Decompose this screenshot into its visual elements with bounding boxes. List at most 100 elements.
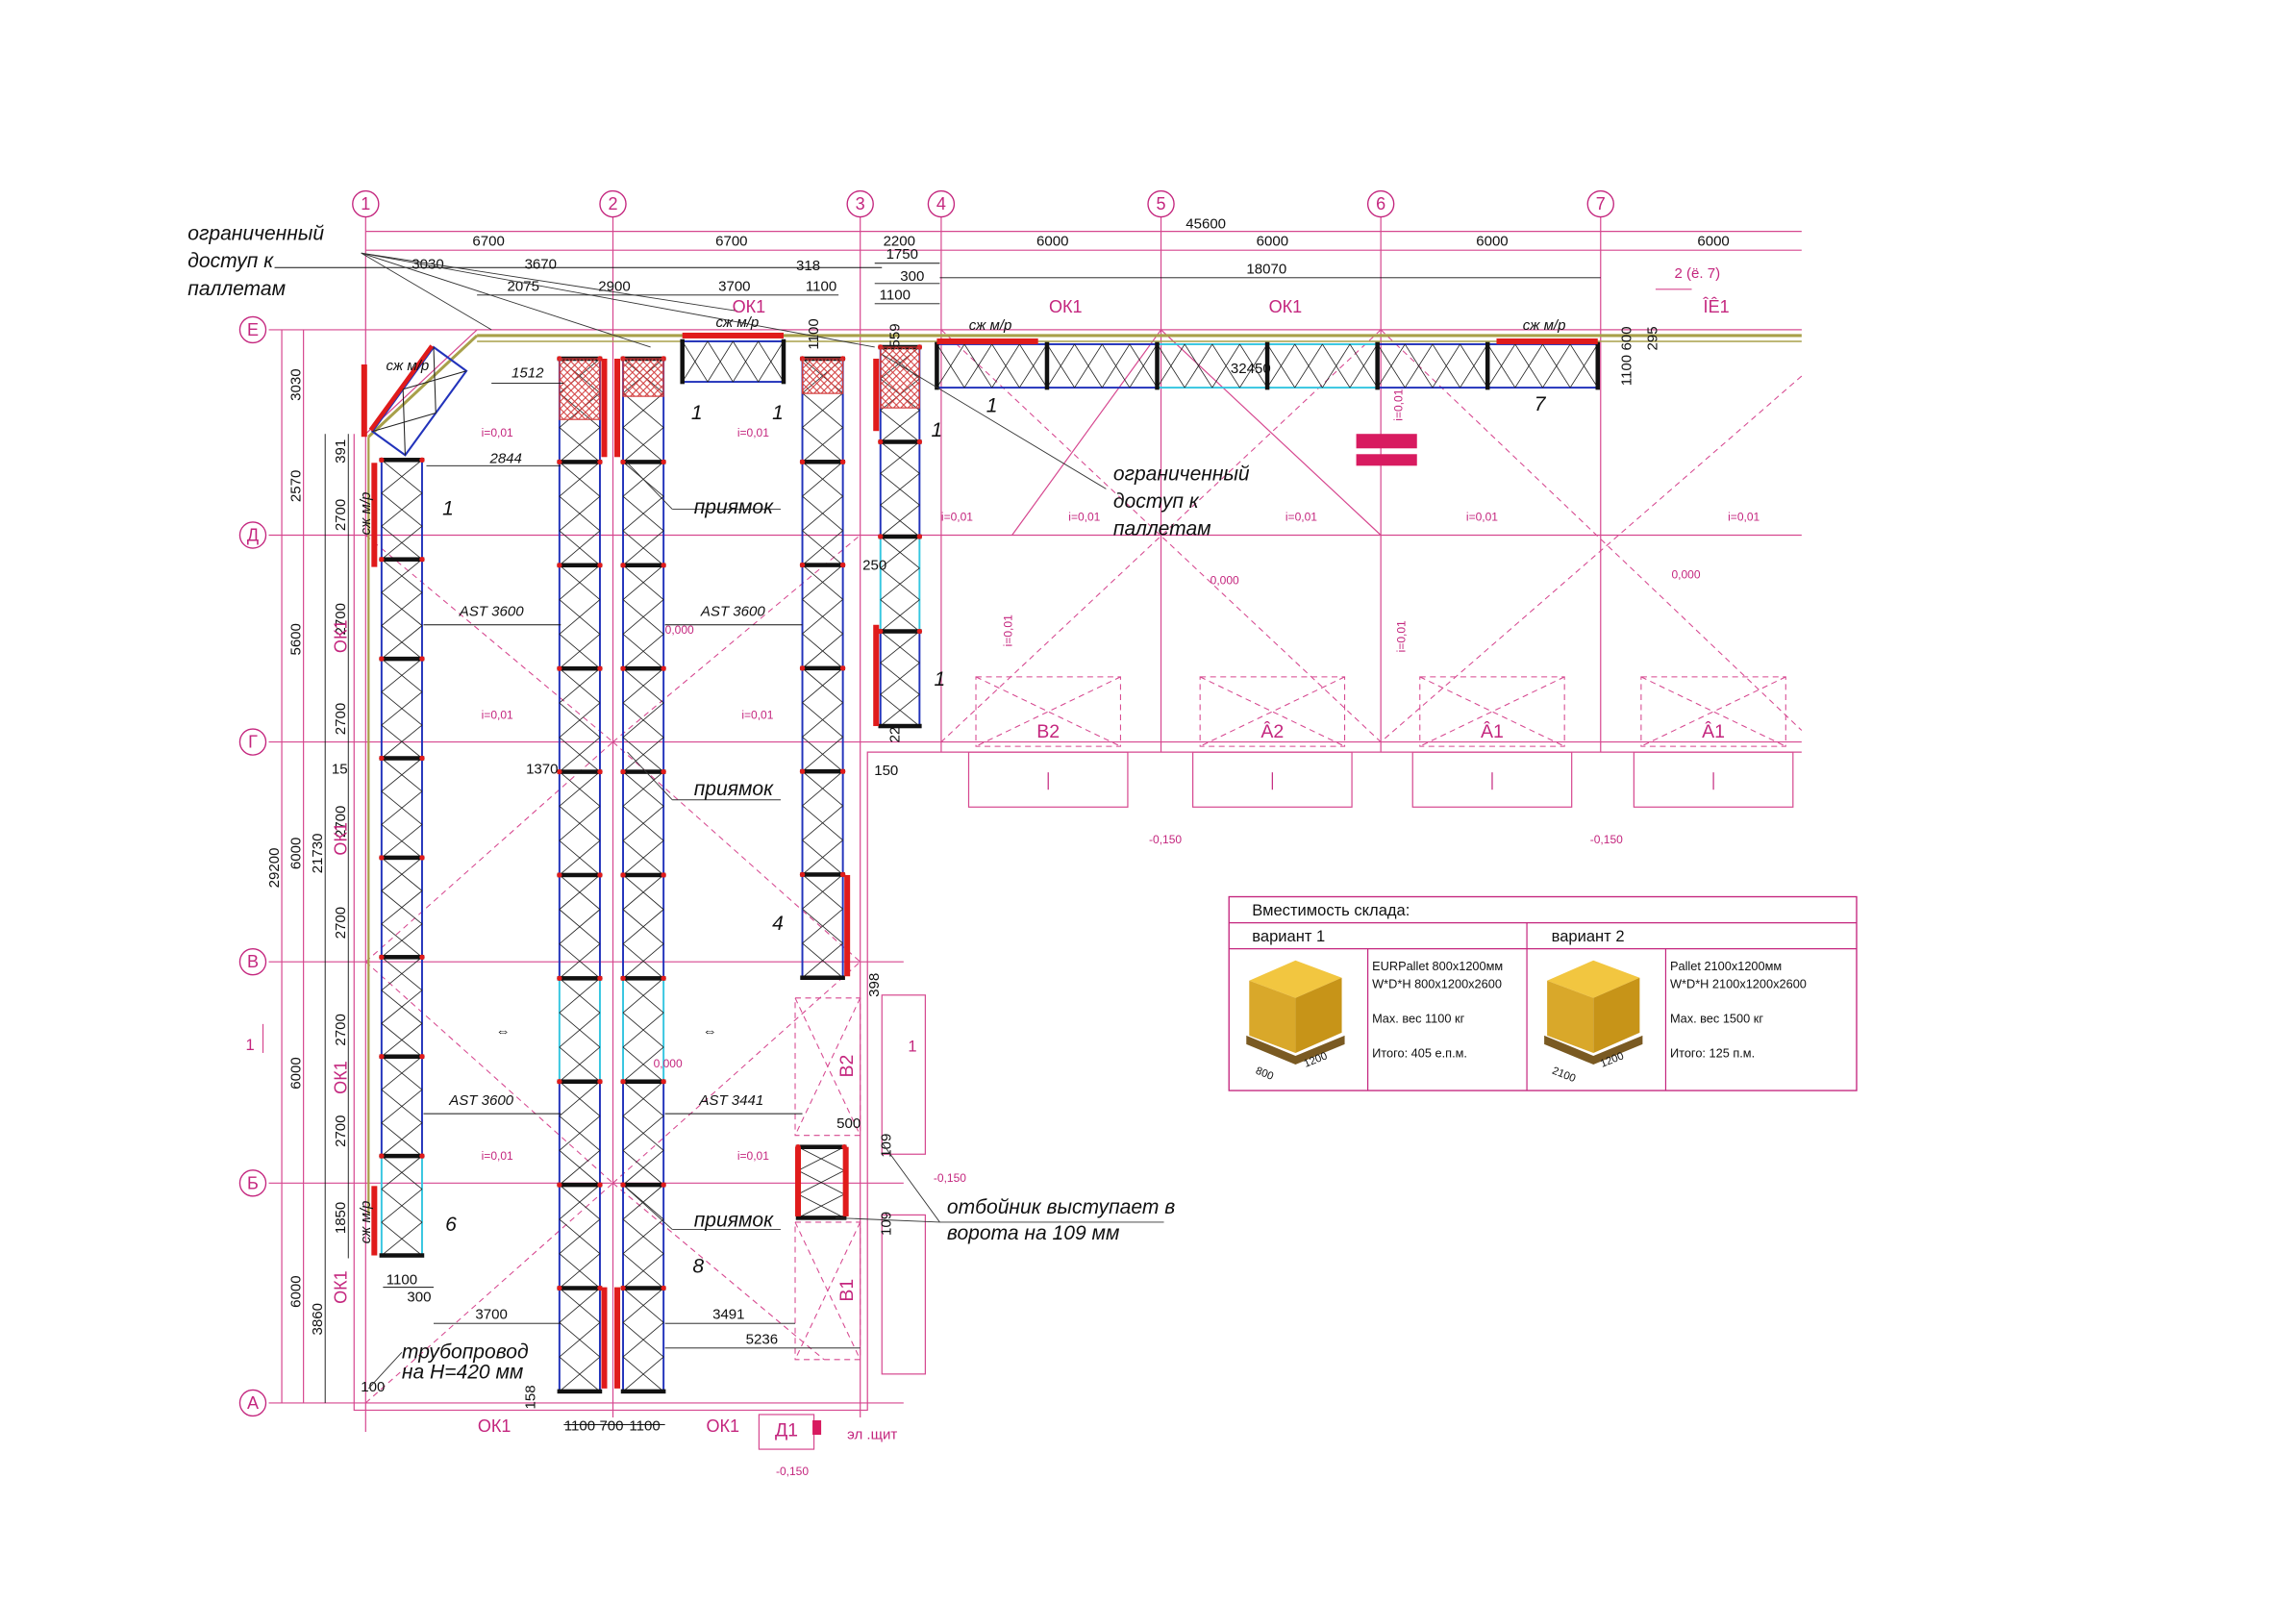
svg-text:6700: 6700: [472, 234, 504, 250]
svg-text:Г: Г: [248, 733, 258, 752]
rack-run: [680, 338, 786, 385]
svg-text:i=0,01: i=0,01: [1068, 510, 1100, 523]
svg-text:18070: 18070: [1246, 261, 1286, 277]
svg-text:2700: 2700: [333, 907, 349, 939]
svg-text:0,000: 0,000: [654, 1057, 683, 1070]
svg-text:1100: 1100: [629, 1418, 660, 1435]
variant1-text: EURPallet 800x1200мм W*D*H 800x1200x2600…: [1372, 959, 1503, 1060]
svg-text:1100: 1100: [564, 1418, 595, 1435]
svg-text:ОК1: ОК1: [1269, 297, 1303, 316]
axis-bubble-row: Б: [238, 1169, 267, 1197]
svg-text:W*D*H 800x1200x2600: W*D*H 800x1200x2600: [1372, 976, 1502, 990]
svg-text:2570: 2570: [288, 470, 305, 502]
axis-bubble-col-4: 4: [927, 189, 956, 218]
svg-text:Д: Д: [247, 526, 259, 545]
rack-run: [620, 356, 666, 1394]
svg-text:15: 15: [332, 762, 348, 778]
rack-protectors: [361, 332, 1598, 1389]
svg-text:сж м/р: сж м/р: [969, 317, 1012, 334]
svg-text:ОК1: ОК1: [332, 822, 351, 856]
svg-text:сж м/р: сж м/р: [387, 358, 430, 374]
svg-text:доступ к: доступ к: [187, 250, 274, 272]
svg-text:1100: 1100: [387, 1272, 417, 1289]
svg-text:i=0,01: i=0,01: [1002, 614, 1015, 646]
svg-text:3700: 3700: [475, 1307, 507, 1323]
axis-bubble-col-5: 5: [1147, 189, 1175, 218]
axis-bubble-row: Г: [238, 728, 267, 756]
side-gates: В2 В1 1: [794, 994, 926, 1375]
svg-text:4: 4: [936, 194, 946, 213]
svg-text:391: 391: [333, 439, 349, 464]
svg-text:3030: 3030: [412, 257, 443, 273]
svg-text:i=0,01: i=0,01: [941, 510, 973, 523]
svg-text:1: 1: [932, 419, 943, 441]
grid-lines: [268, 216, 1803, 1433]
svg-text:600: 600: [1618, 326, 1635, 350]
axis-bubble-col-2: 2: [599, 189, 627, 218]
axis-bubbles-columns: 1 2 3 4 5 6 7: [352, 189, 1614, 218]
rack-run: [557, 356, 603, 1394]
svg-text:Итого: 125 п.м.: Итого: 125 п.м.: [1670, 1045, 1755, 1060]
svg-text:i=0,01: i=0,01: [1395, 620, 1409, 652]
svg-text:i=0,01: i=0,01: [482, 709, 513, 722]
rack-run: [799, 356, 846, 980]
svg-text:109: 109: [878, 1134, 894, 1158]
note-restricted-1: ограниченный доступ к паллетам: [187, 223, 324, 300]
rack-tilted: [368, 344, 468, 457]
svg-text:А: А: [247, 1393, 259, 1413]
svg-text:i=0,01: i=0,01: [1466, 510, 1498, 523]
gate-3: Â1: [1411, 676, 1573, 808]
svg-text:⇔: ⇔: [703, 1023, 717, 1040]
svg-text:6: 6: [445, 1214, 457, 1236]
note-pit-2: приямок: [694, 778, 774, 800]
axis-bubble-col-1: 1: [352, 189, 380, 218]
note-bumper: отбойник выступает в ворота на 109 мм: [947, 1196, 1175, 1244]
svg-text:Â2: Â2: [1260, 720, 1284, 742]
svg-text:2700: 2700: [333, 1014, 349, 1045]
svg-text:i=0,01: i=0,01: [1392, 388, 1406, 420]
svg-text:2700: 2700: [333, 703, 349, 735]
svg-text:сж м/р: сж м/р: [1523, 317, 1566, 334]
svg-text:4: 4: [772, 913, 784, 935]
svg-text:В: В: [247, 952, 259, 971]
svg-text:сж м/р: сж м/р: [358, 1201, 374, 1244]
svg-text:6000: 6000: [1697, 234, 1729, 250]
svg-text:-0,150: -0,150: [1149, 833, 1182, 846]
axis-bubble-col-7: 7: [1586, 189, 1614, 218]
svg-text:ограниченный: ограниченный: [1113, 463, 1250, 485]
svg-text:-0,150: -0,150: [934, 1171, 966, 1185]
svg-text:ОК1: ОК1: [332, 1061, 351, 1094]
gate-2: Â2: [1192, 676, 1353, 808]
gate-4: Â1: [1633, 676, 1794, 808]
svg-text:6700: 6700: [715, 234, 747, 250]
capacity-title: Вместимость склада:: [1252, 901, 1410, 919]
capacity-table: Вместимость склада: вариант 1 вариант 2 …: [1228, 895, 1858, 1091]
svg-text:EURPallet 800x1200мм: EURPallet 800x1200мм: [1372, 959, 1503, 973]
svg-text:6: 6: [1376, 194, 1385, 213]
side-gate-label: В2: [836, 1055, 858, 1078]
svg-text:i=0,01: i=0,01: [737, 1149, 769, 1163]
side-gate-label: В1: [836, 1279, 858, 1302]
svg-text:3670: 3670: [525, 257, 557, 273]
svg-text:1: 1: [772, 402, 784, 424]
door-d1: Д1 эл .щит: [758, 1414, 897, 1450]
note-restricted-2: ограниченный доступ к паллетам: [1113, 463, 1250, 539]
svg-text:AST 3441: AST 3441: [698, 1092, 763, 1109]
svg-text:1: 1: [442, 497, 454, 519]
svg-text:-0,150: -0,150: [776, 1465, 809, 1478]
svg-text:318: 318: [796, 258, 820, 274]
svg-text:i=0,01: i=0,01: [1728, 510, 1759, 523]
svg-text:⇔: ⇔: [496, 1023, 511, 1040]
svg-text:ОК1: ОК1: [332, 1270, 351, 1304]
rack-run: [379, 457, 425, 1258]
svg-text:100: 100: [361, 1379, 385, 1395]
svg-text:22: 22: [886, 727, 903, 743]
svg-text:i=0,01: i=0,01: [1285, 510, 1317, 523]
svg-text:1100: 1100: [806, 278, 836, 294]
svg-text:5: 5: [1157, 194, 1166, 213]
axis-bubble-col-3: 3: [846, 189, 874, 218]
svg-text:800: 800: [1254, 1065, 1275, 1083]
